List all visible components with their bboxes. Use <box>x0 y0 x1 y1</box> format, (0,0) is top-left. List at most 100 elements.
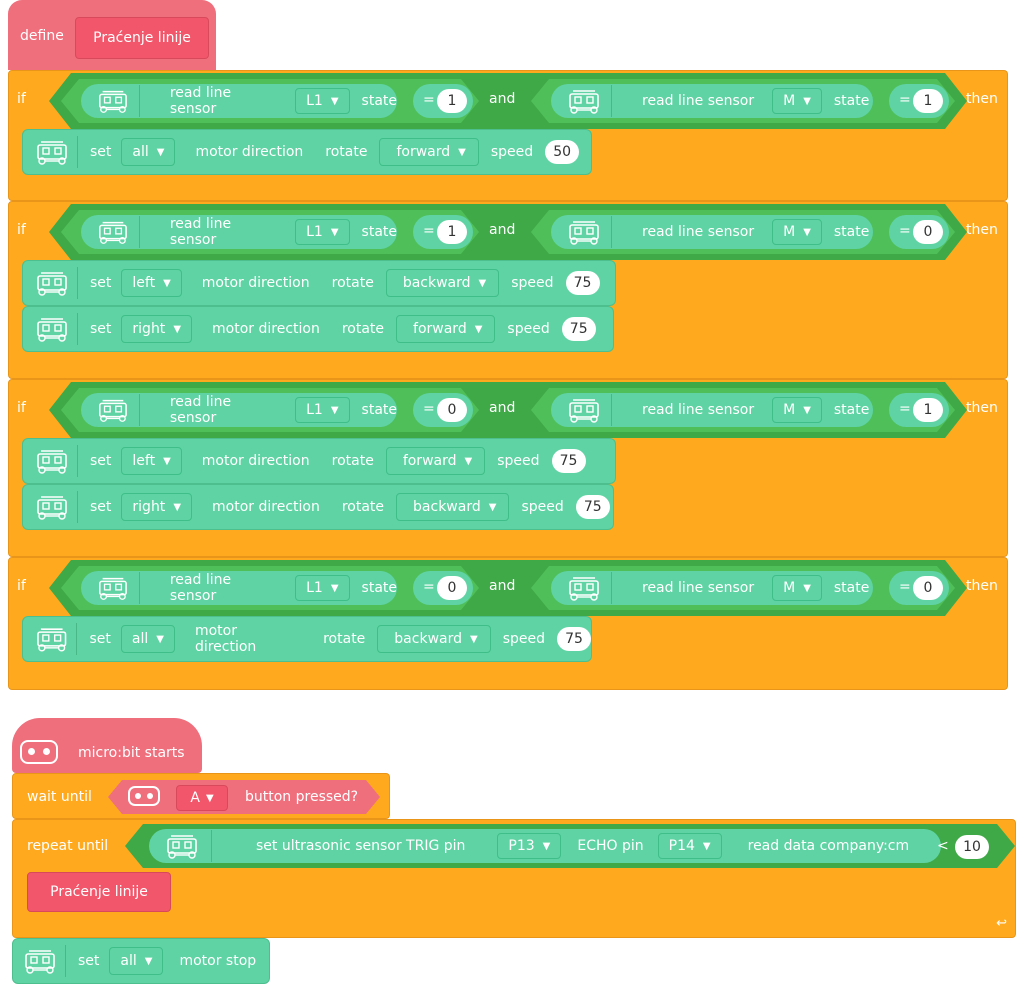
if-block[interactable]: if and then read line sensor L1▼ state =… <box>8 379 1008 557</box>
motor-stop-label: motor stop <box>179 953 257 969</box>
sensor-select[interactable]: M▼ <box>772 88 822 114</box>
state-label: state <box>833 402 870 418</box>
if-block[interactable]: if and then read line sensor L1▼ state =… <box>8 70 1008 201</box>
microbit-starts-block[interactable]: micro:bit starts <box>12 718 202 773</box>
set-motor-direction-block[interactable]: set right▼ motor direction rotate backwa… <box>22 484 614 530</box>
sensor-select[interactable]: L1▼ <box>295 88 350 114</box>
if-label: if <box>17 400 26 416</box>
motor-side-select[interactable]: left▼ <box>121 447 182 475</box>
set-motor-direction-block[interactable]: set right▼ motor direction rotate forwar… <box>22 306 614 352</box>
and-label: and <box>489 222 516 238</box>
state-label: state <box>361 224 397 240</box>
button-select[interactable]: A ▼ <box>176 785 228 811</box>
trig-pin-select[interactable]: P13▼ <box>497 833 562 859</box>
sensor-select[interactable]: L1▼ <box>295 575 350 601</box>
chevron-down-icon: ▼ <box>330 95 339 107</box>
read-line-sensor-reporter[interactable]: read line sensor M▼ state <box>551 393 873 427</box>
sensor-select[interactable]: M▼ <box>772 219 822 245</box>
wait-until-block[interactable]: wait until A ▼ button pressed? <box>12 773 390 819</box>
set-label: set <box>78 953 100 969</box>
read-line-sensor-reporter[interactable]: read line sensor L1▼ state <box>81 215 397 249</box>
read-line-sensor-label: read line sensor <box>642 224 755 240</box>
robot-icon <box>99 90 127 114</box>
state-value-input[interactable]: 0 <box>913 576 943 600</box>
robot-icon <box>569 577 599 601</box>
read-line-sensor-reporter[interactable]: read line sensor M▼ state <box>551 84 873 118</box>
set-label: set <box>90 499 112 515</box>
sensor-select[interactable]: M▼ <box>772 397 822 423</box>
equals-sign: = <box>899 579 911 595</box>
motor-stop-block[interactable]: set all▼ motor stop <box>12 938 270 984</box>
read-line-sensor-reporter[interactable]: read line sensor L1▼ state <box>81 571 397 605</box>
speed-value-input[interactable]: 75 <box>557 627 591 651</box>
sensor-select[interactable]: L1▼ <box>295 219 350 245</box>
equals-sign: = <box>899 401 911 417</box>
motor-side-select[interactable]: all▼ <box>121 138 176 166</box>
rotate-direction-select[interactable]: forward▼ <box>385 447 486 475</box>
speed-value-input[interactable]: 75 <box>575 495 610 519</box>
robot-icon <box>37 628 67 652</box>
state-value-input[interactable]: 1 <box>437 220 467 244</box>
define-name-field[interactable]: Praćenje linije <box>75 17 209 59</box>
sensor-select[interactable]: M▼ <box>772 575 822 601</box>
equals-sign: = <box>899 223 911 239</box>
rotate-direction-select[interactable]: backward▼ <box>396 493 510 521</box>
chevron-down-icon: ▼ <box>163 455 171 467</box>
state-value-input[interactable]: 1 <box>913 398 943 422</box>
if-block[interactable]: if and then read line sensor L1▼ state =… <box>8 557 1008 690</box>
robot-icon <box>37 450 67 474</box>
read-line-sensor-reporter[interactable]: read line sensor L1▼ state <box>81 84 397 118</box>
equals-operator: = 1 <box>413 84 473 118</box>
motor-side-select[interactable]: all▼ <box>120 625 175 653</box>
robot-icon <box>569 90 599 114</box>
set-motor-direction-block[interactable]: set left▼ motor direction rotate backwar… <box>22 260 616 306</box>
chevron-down-icon: ▼ <box>144 955 153 967</box>
speed-value-input[interactable]: 50 <box>545 140 580 164</box>
chevron-down-icon: ▼ <box>173 501 182 513</box>
read-data-label: read data company:cm <box>747 838 910 854</box>
state-value-input[interactable]: 1 <box>437 89 467 113</box>
speed-value-input[interactable]: 75 <box>551 449 586 473</box>
motor-side-select[interactable]: all▼ <box>109 947 164 975</box>
read-line-sensor-reporter[interactable]: read line sensor M▼ state <box>551 571 873 605</box>
motor-side-select[interactable]: left▼ <box>121 269 182 297</box>
read-line-sensor-reporter[interactable]: read line sensor M▼ state <box>551 215 873 249</box>
button-pressed-condition[interactable]: A ▼ button pressed? <box>108 780 380 814</box>
rotate-direction-select[interactable]: forward▼ <box>396 315 496 343</box>
state-value-input[interactable]: 1 <box>913 89 943 113</box>
state-label: state <box>833 93 870 109</box>
set-motor-direction-block[interactable]: set left▼ motor direction rotate forward… <box>22 438 616 484</box>
robot-icon <box>167 835 197 859</box>
if-block[interactable]: if and then read line sensor L1▼ state =… <box>8 201 1008 379</box>
set-motor-direction-block[interactable]: set all▼ motor direction rotate backward… <box>22 616 592 662</box>
equals-operator: = 0 <box>413 393 473 427</box>
rotate-direction-select[interactable]: forward▼ <box>379 138 479 166</box>
state-value-input[interactable]: 0 <box>437 576 467 600</box>
speed-value-input[interactable]: 75 <box>565 271 600 295</box>
chevron-down-icon: ▼ <box>803 226 811 238</box>
motor-direction-label: motor direction <box>194 623 257 655</box>
rotate-label: rotate <box>341 499 385 515</box>
read-line-sensor-label: read line sensor <box>169 572 232 604</box>
motor-side-select[interactable]: right▼ <box>121 315 193 343</box>
state-value-input[interactable]: 0 <box>437 398 467 422</box>
rotate-direction-select[interactable]: backward▼ <box>385 269 500 297</box>
rotate-direction-select[interactable]: backward▼ <box>377 625 491 653</box>
echo-pin-select[interactable]: P14▼ <box>657 833 722 859</box>
motor-side-select[interactable]: right▼ <box>121 493 193 521</box>
set-motor-direction-block[interactable]: set all▼ motor direction rotate forward▼… <box>22 129 592 175</box>
repeat-until-block[interactable]: repeat until set ultrasonic sensor TRIG … <box>12 819 1016 938</box>
equals-operator: = 1 <box>889 84 949 118</box>
ultrasonic-reporter[interactable]: set ultrasonic sensor TRIG pin P13▼ ECHO… <box>149 829 941 863</box>
state-value-input[interactable]: 0 <box>913 220 943 244</box>
sensor-select[interactable]: L1▼ <box>295 397 350 423</box>
if-label: if <box>17 222 26 238</box>
chevron-down-icon: ▼ <box>542 840 551 852</box>
speed-value-input[interactable]: 75 <box>561 317 596 341</box>
chevron-down-icon: ▼ <box>470 633 478 645</box>
state-label: state <box>833 580 870 596</box>
read-line-sensor-reporter[interactable]: read line sensor L1▼ state <box>81 393 397 427</box>
distance-value-input[interactable]: 10 <box>955 835 989 859</box>
call-block[interactable]: Praćenje linije <box>27 872 171 912</box>
motor-direction-label: motor direction <box>195 144 304 160</box>
